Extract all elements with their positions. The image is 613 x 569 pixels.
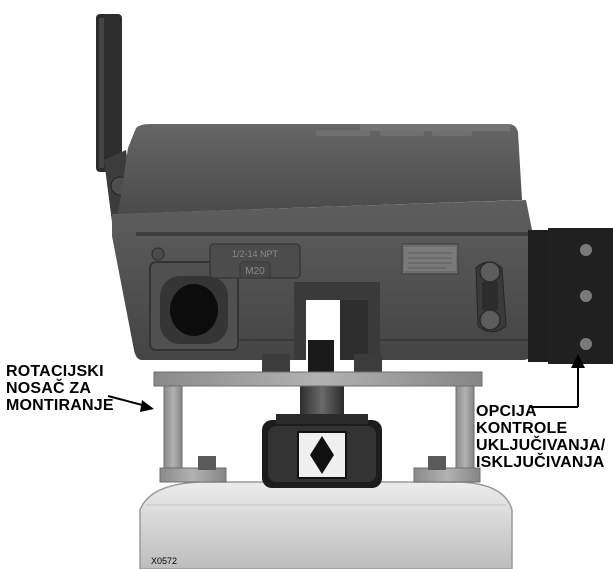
switch-option-callout: OPCIJA KONTROLE UKLJUČIVANJA/ ISKLJUČIVA… <box>476 403 605 471</box>
callout-line: ISKLJUČIVANJA <box>476 454 605 471</box>
positioner-housing: 1/2-14 NPT M20 <box>112 200 532 360</box>
callout-line: OPCIJA <box>476 403 537 420</box>
callout-line: ROTACIJSKI <box>6 363 104 380</box>
feedback-lever <box>475 261 507 333</box>
callout-line: KONTROLE <box>476 420 568 437</box>
drive-shaft <box>262 340 382 422</box>
figure-id: X0572 <box>151 556 178 566</box>
callout-line: NOSAČ ZA <box>6 380 92 397</box>
switch-option-bracket <box>528 228 613 364</box>
rotary-mounting-bracket <box>153 371 483 483</box>
position-indicator <box>262 414 382 488</box>
housing-cover <box>118 124 522 214</box>
bracket-leader-arrow <box>107 395 154 412</box>
conduit-size-marking: 1/2-14 NPT <box>232 249 279 259</box>
callout-line: MONTIRANJE <box>6 397 114 414</box>
switch-leader-arrow <box>530 354 585 408</box>
rotary-bracket-callout: ROTACIJSKI NOSAČ ZA MONTIRANJE <box>6 363 114 414</box>
actuator-body <box>139 481 513 569</box>
conduit-metric-marking: M20 <box>245 266 265 277</box>
callout-line: UKLJUČIVANJA/ <box>476 437 606 454</box>
